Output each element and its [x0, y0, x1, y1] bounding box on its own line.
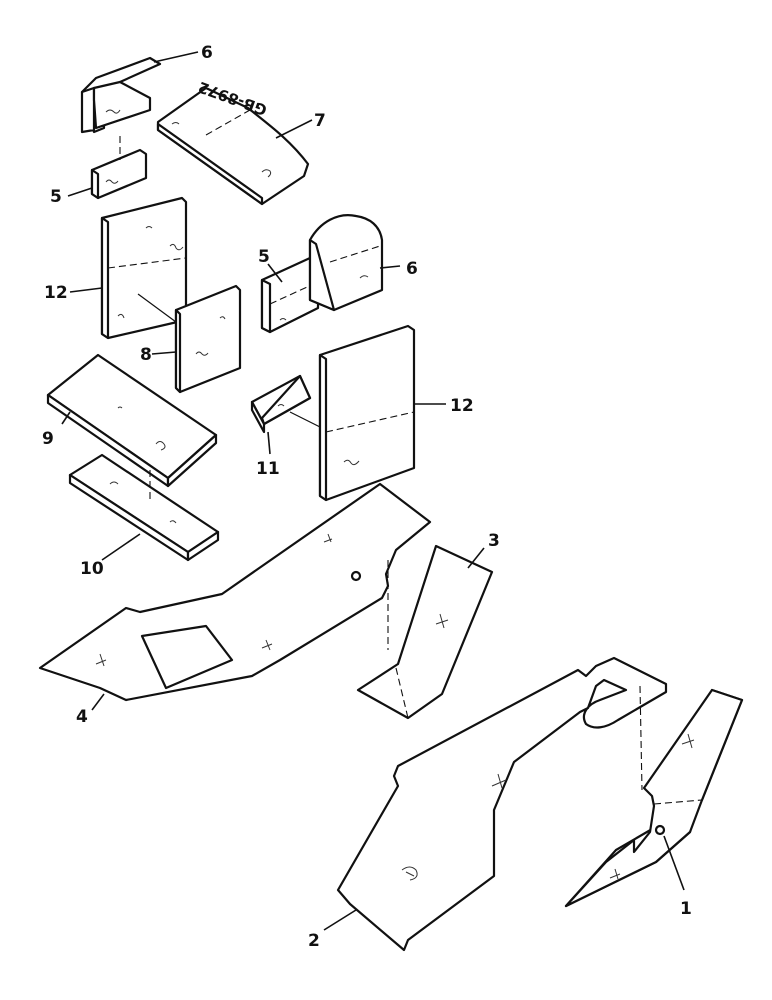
part-3 [356, 544, 494, 720]
callout-12-middle: 12 [450, 396, 474, 416]
callout-10: 10 [80, 559, 104, 579]
callout-7: 7 [314, 111, 326, 131]
part-1 [564, 688, 744, 908]
leader-lines [61, 51, 685, 931]
callout-6-upper: 6 [201, 43, 213, 63]
part-9 [46, 353, 218, 488]
callout-6-middle: 6 [406, 259, 418, 279]
part-4 [38, 482, 432, 702]
part-12-upper [100, 196, 188, 340]
callout-1: 1 [680, 899, 692, 919]
callout-8: 8 [140, 345, 152, 365]
part-2 [336, 656, 668, 952]
callout-2: 2 [308, 931, 320, 951]
callout-labels: 6 5 7 12 8 5 6 9 10 12 11 3 4 2 1 [42, 43, 692, 951]
part-12-middle [318, 324, 416, 502]
part-6-upper [80, 56, 162, 134]
part-7 [156, 86, 310, 206]
callout-3: 3 [488, 531, 500, 551]
callout-11: 11 [256, 459, 280, 479]
callout-5-upper: 5 [50, 187, 62, 207]
part-8 [137, 284, 242, 394]
part-6-middle [308, 214, 384, 312]
callout-12-upper: 12 [44, 283, 68, 303]
part-11 [250, 374, 323, 434]
callout-4: 4 [76, 707, 88, 727]
callout-5-middle: 5 [258, 247, 270, 267]
part-5-upper [90, 148, 148, 200]
callout-9: 9 [42, 429, 54, 449]
part-10 [68, 453, 220, 562]
